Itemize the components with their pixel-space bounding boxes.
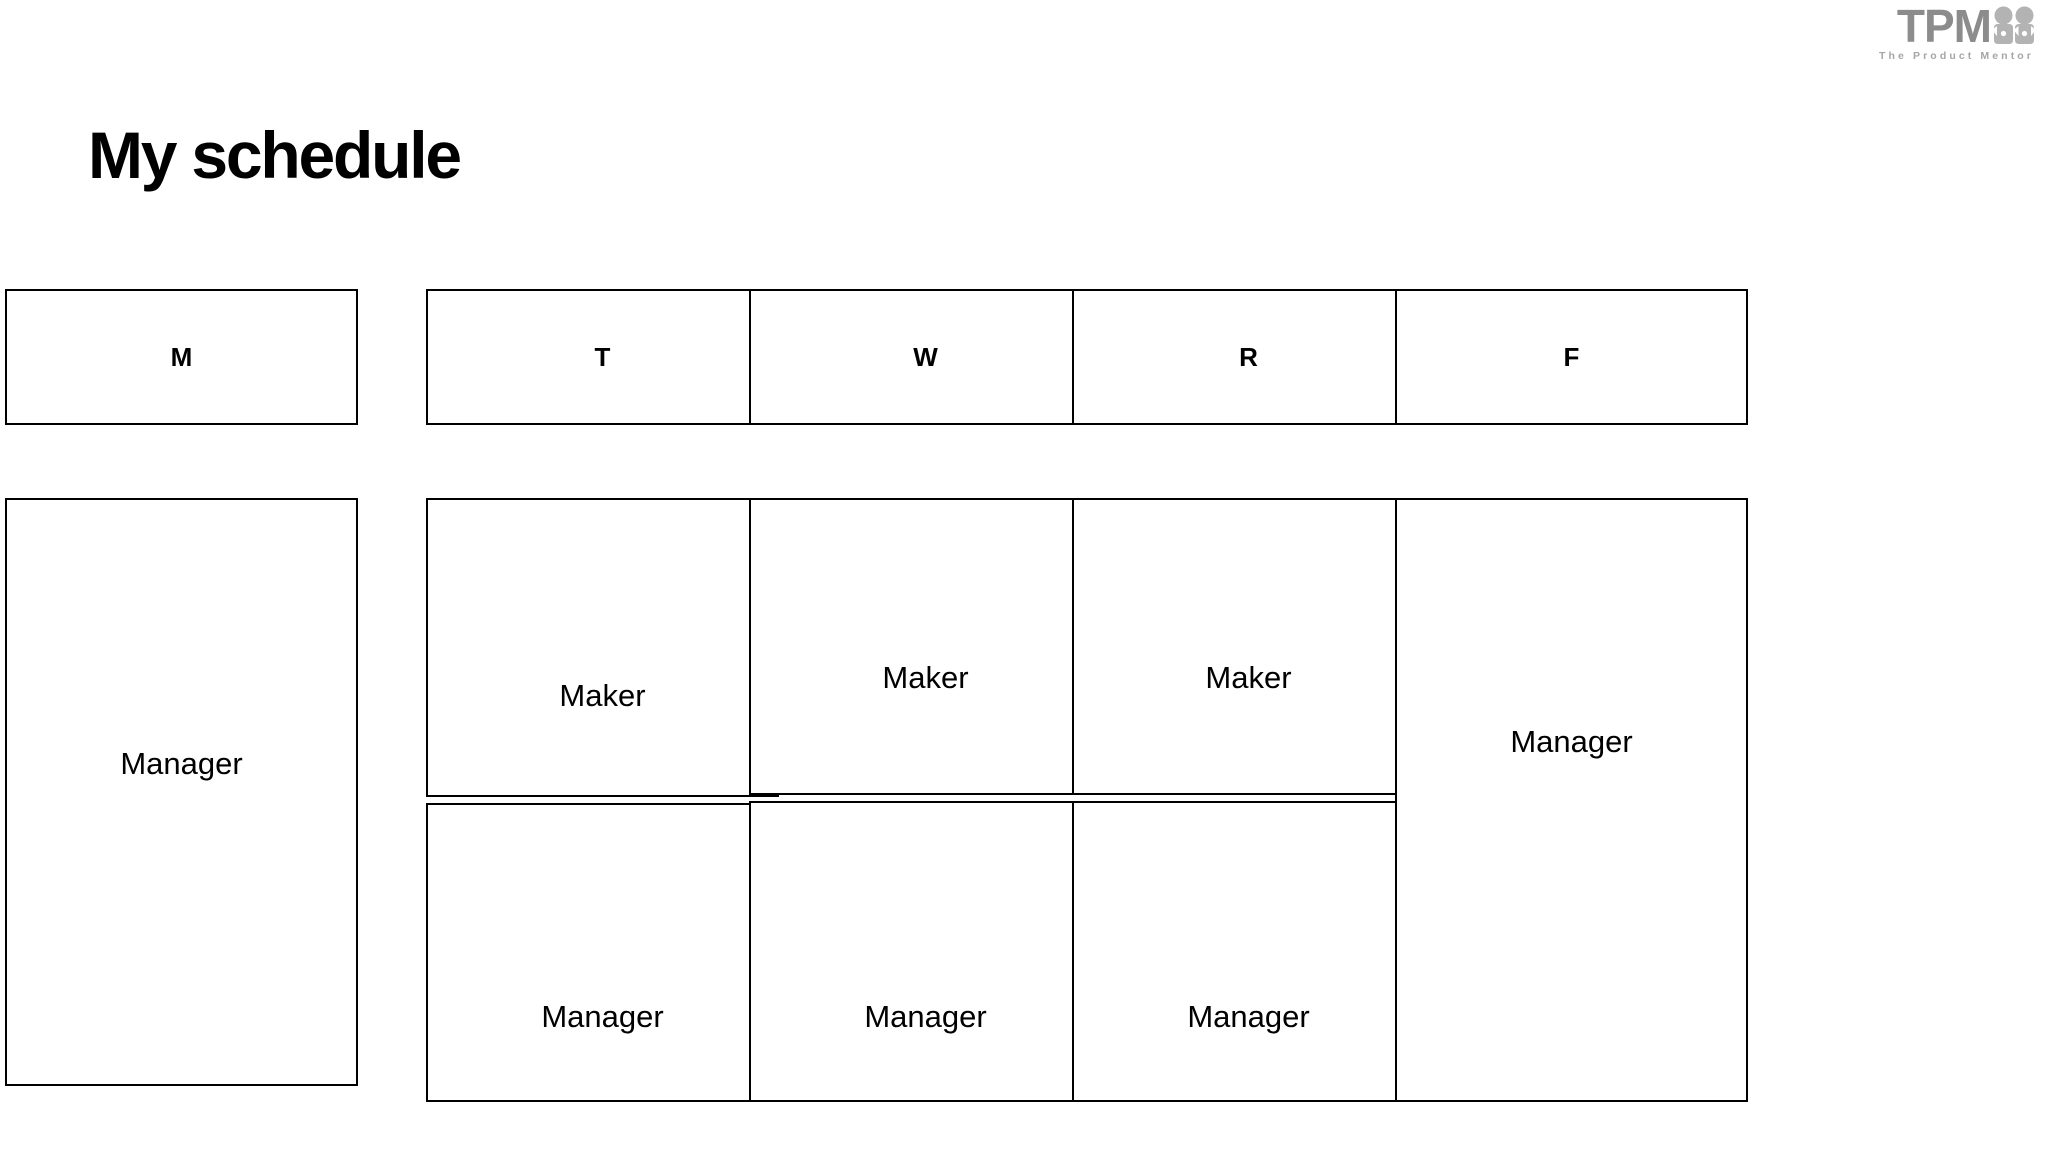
- schedule-block-label: Manager: [120, 746, 243, 781]
- schedule-block-manager[interactable]: Manager: [5, 498, 358, 1086]
- day-header-label: W: [913, 341, 938, 372]
- schedule-block-maker[interactable]: Maker: [1072, 498, 1425, 795]
- two-people-icon: [1992, 6, 2036, 48]
- schedule-block-maker[interactable]: Maker: [749, 498, 1102, 795]
- day-header-tuesday[interactable]: T: [426, 289, 779, 425]
- schedule-block-manager[interactable]: Manager: [1072, 801, 1425, 1102]
- day-header-label: R: [1239, 341, 1258, 372]
- tpm-logo: TPM The Product Mentor: [1826, 0, 2036, 66]
- day-header-wednesday[interactable]: W: [749, 289, 1102, 425]
- logo-wordmark-row: TPM: [1826, 0, 2036, 52]
- schedule-block-maker[interactable]: Maker: [426, 498, 779, 797]
- schedule-block-label: Manager: [864, 999, 987, 1034]
- day-header-friday[interactable]: F: [1395, 289, 1748, 425]
- day-header-thursday[interactable]: R: [1072, 289, 1425, 425]
- schedule-block-label: Maker: [882, 660, 969, 695]
- day-header-label: F: [1563, 341, 1580, 372]
- day-header-label: T: [594, 341, 611, 372]
- schedule-block-label: Manager: [541, 999, 664, 1034]
- schedule-block-label: Manager: [1510, 724, 1633, 759]
- schedule-block-label: Maker: [559, 678, 646, 713]
- schedule-block-label: Manager: [1187, 999, 1310, 1034]
- logo-wordmark: TPM: [1896, 0, 1992, 52]
- schedule-block-manager[interactable]: Manager: [426, 803, 779, 1102]
- schedule-block-label: Maker: [1205, 660, 1292, 695]
- day-header-label: M: [170, 341, 193, 372]
- schedule-block-manager[interactable]: Manager: [1395, 498, 1748, 1102]
- page-title: My schedule: [88, 118, 462, 192]
- schedule-block-manager[interactable]: Manager: [749, 801, 1102, 1102]
- day-header-monday[interactable]: M: [5, 289, 358, 425]
- logo-tagline: The Product Mentor: [1879, 50, 2034, 62]
